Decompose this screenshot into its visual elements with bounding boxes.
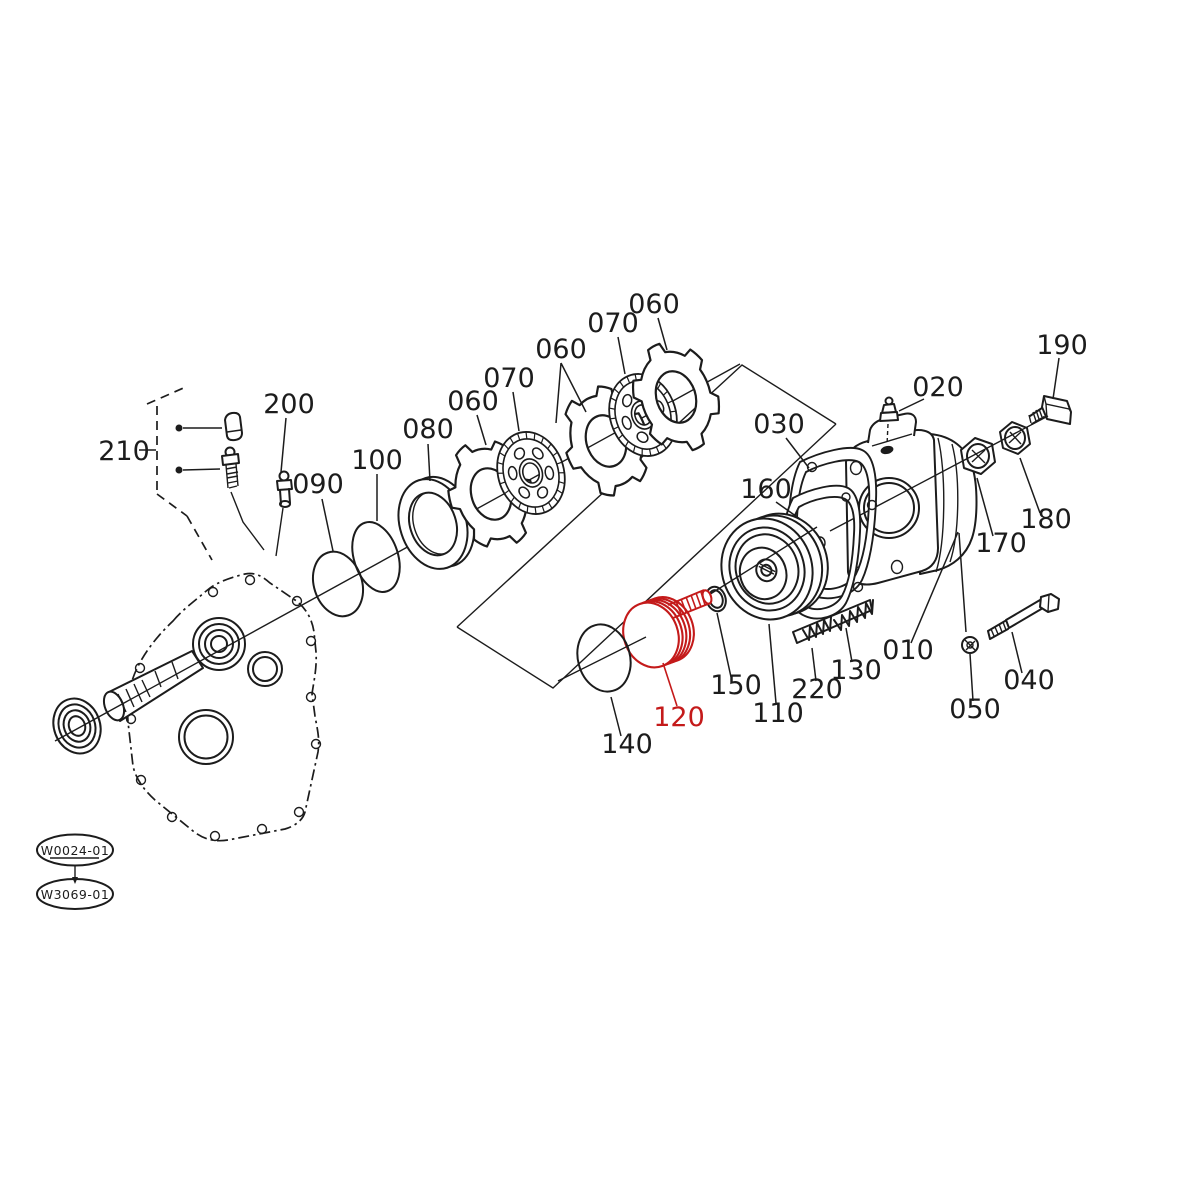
part-label-060-1: 060 (447, 386, 499, 417)
ring-140 (576, 623, 632, 693)
grease-fitting-020 (879, 396, 899, 446)
part-label-210: 210 (98, 436, 150, 467)
part-label-060-2: 060 (535, 334, 587, 365)
part-label-220: 220 (791, 674, 843, 705)
lock-nut-180 (999, 421, 1031, 455)
kit-dot-1 (175, 424, 183, 432)
badge-ellipse-1 (36, 833, 114, 867)
part-label-070-1: 070 (483, 363, 535, 394)
leader-120 (662, 662, 678, 707)
lock-nut-170 (960, 437, 996, 475)
part-label-080: 080 (402, 414, 454, 445)
part-label-160: 160 (740, 474, 792, 505)
badge-code-1: W0024-01 (41, 843, 110, 858)
clutch-piston-120-highlighted (622, 588, 713, 707)
lower-axis-mid (703, 526, 818, 599)
part-label-120-highlighted: 120 (653, 702, 705, 733)
part-label-190: 190 (1036, 330, 1088, 361)
case-openings (178, 617, 283, 765)
seal-bearing (52, 697, 102, 755)
badge-code-2: W3069-01 (41, 887, 110, 902)
part-label-130: 130 (830, 655, 882, 686)
spring-220 (802, 616, 832, 641)
o-ring-090 (312, 550, 364, 618)
part-label-200: 200 (263, 389, 315, 420)
reference-badges: W0024-01 W3069-01 (36, 833, 114, 910)
part-label-020: 020 (912, 372, 964, 403)
part-label-100: 100 (351, 445, 403, 476)
lower-axis-left (557, 636, 647, 682)
part-label-150: 150 (710, 670, 762, 701)
part-label-170: 170 (975, 528, 1027, 559)
part-label-070-2: 070 (587, 308, 639, 339)
lower-axis-right (829, 415, 1049, 532)
detent-screw (221, 446, 240, 489)
part-label-090: 090 (292, 469, 344, 500)
kit-dot-2 (175, 466, 183, 474)
leader-lines (139, 317, 1060, 737)
part-label-050: 050 (949, 694, 1001, 725)
transmission-case-reference (52, 572, 322, 842)
part-label-110: 110 (752, 698, 804, 729)
part-label-140: 140 (601, 729, 653, 760)
spring-130 (833, 599, 874, 631)
part-label-010: 010 (882, 635, 934, 666)
part-label-040: 040 (1003, 665, 1055, 696)
case-bolt-holes (125, 574, 322, 842)
part-label-180: 180 (1020, 504, 1072, 535)
detent-plug (224, 411, 243, 442)
part-label-060-3: 060 (628, 289, 680, 320)
part-label-030: 030 (753, 409, 805, 440)
washer-050 (961, 636, 979, 654)
grease-port-hole (880, 445, 894, 455)
friction-disc-070-1 (491, 430, 571, 516)
badge-ellipse-2 (36, 878, 114, 910)
oil-switch-200 (275, 470, 293, 557)
elbow-fitting-190 (1028, 395, 1072, 425)
kit-210-group (146, 385, 265, 561)
bolt-040 (987, 593, 1060, 640)
ring-100 (351, 521, 401, 593)
part-labels: 210 200 090 100 080 060 070 060 070 060 … (98, 289, 1088, 760)
exploded-plane (456, 364, 837, 689)
